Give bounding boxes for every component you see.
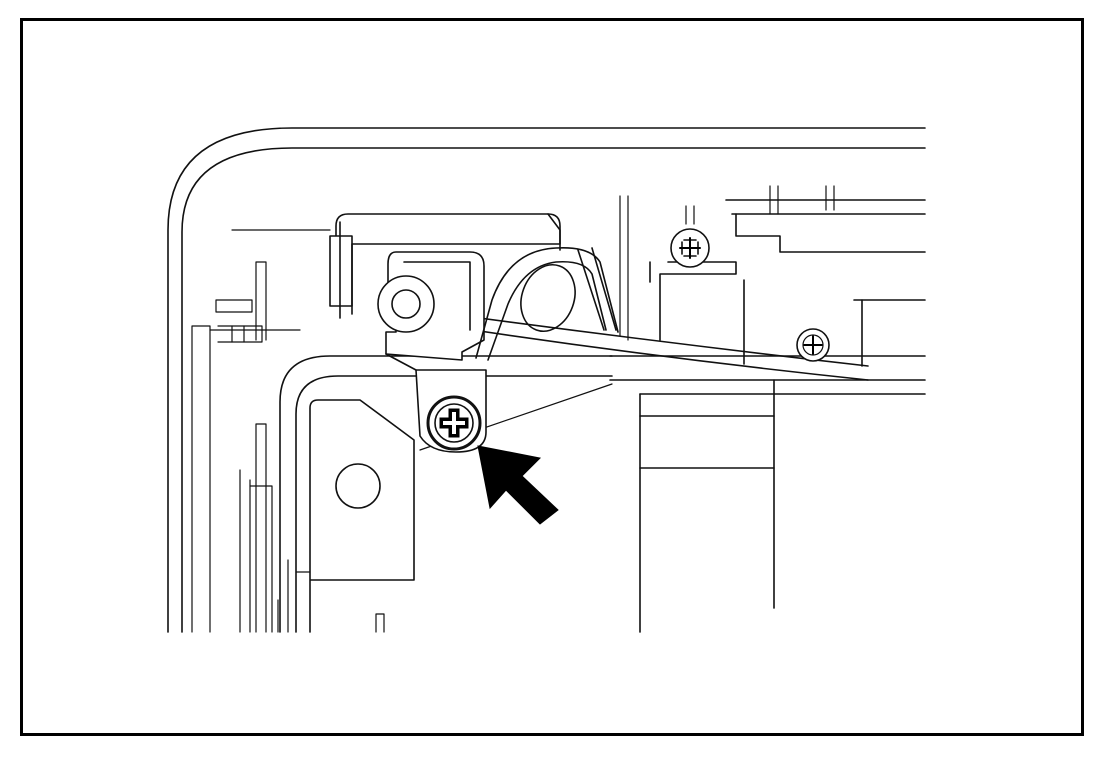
inner-tray <box>279 355 613 633</box>
target-screw <box>426 395 482 451</box>
callout-arrow <box>477 445 559 525</box>
chassis-corner <box>167 127 926 633</box>
upper-screw <box>670 228 710 268</box>
right-screw <box>796 328 830 362</box>
right-mechanism <box>419 185 926 633</box>
left-side-rails <box>191 229 385 633</box>
diagram-frame <box>20 18 1084 736</box>
hinge-bracket <box>329 213 561 319</box>
